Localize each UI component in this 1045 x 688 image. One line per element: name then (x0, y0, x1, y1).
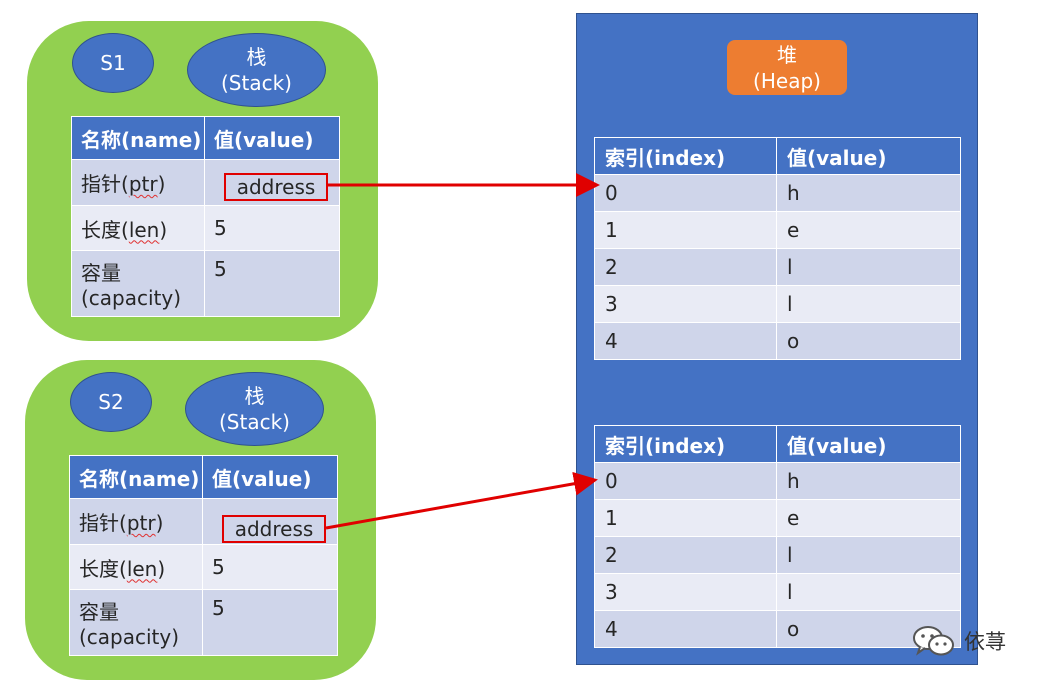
index-cell: 1 (594, 211, 777, 249)
value-cell: h (776, 174, 961, 212)
table-header-row: 名称(name) 值(value) (71, 116, 340, 160)
address-box-s1: address (224, 173, 328, 201)
address-value: address (236, 175, 316, 199)
header-value: 值(value) (202, 455, 338, 499)
table-row-capacity: 容量(capacity) 5 (71, 250, 340, 317)
stack-label-ellipse: 栈 (Stack) (187, 33, 326, 107)
value-cell: l (776, 536, 961, 574)
heap-label: 堆 (Heap) (727, 40, 847, 95)
stack-title: 栈 (244, 384, 265, 408)
heap-title: 堆 (777, 42, 797, 67)
row-value-cell (202, 498, 338, 545)
table-row-len: 长度(len) 5 (69, 544, 338, 590)
table-row-ptr: 指针(ptr) (71, 159, 340, 206)
table-row-len: 长度(len) 5 (71, 205, 340, 251)
stack-table: 名称(name) 值(value) 指针(ptr) 长度(len) 5 容量(c… (71, 116, 340, 317)
heap-subtitle: (Heap) (753, 68, 821, 93)
variable-name: S1 (100, 51, 126, 75)
index-cell: 4 (594, 610, 777, 648)
address-value: address (234, 517, 314, 541)
variable-name-ellipse: S2 (70, 372, 152, 432)
watermark: 依荨 (912, 625, 1006, 657)
table-row-ptr: 指针(ptr) (69, 498, 338, 545)
table-row-capacity: 容量(capacity) 5 (69, 589, 338, 656)
variable-name: S2 (98, 390, 124, 414)
table-header-row: 索引(index) 值(value) (594, 425, 961, 463)
header-name: 名称(name) (69, 455, 203, 499)
value-cell: l (776, 248, 961, 286)
header-index: 索引(index) (594, 425, 777, 463)
row-value: 5 (204, 250, 340, 317)
row-value: 5 (204, 205, 340, 251)
row-value: 5 (202, 544, 338, 590)
index-cell: 1 (594, 499, 777, 537)
stack-panel-s2: S2 栈 (Stack) 名称(name) 值(value) 指针(ptr) 长… (25, 360, 376, 680)
stack-subtitle: (Stack) (219, 410, 290, 434)
table-header-row: 名称(name) 值(value) (69, 455, 338, 499)
address-box-s2: address (222, 515, 326, 543)
index-cell: 0 (594, 174, 777, 212)
header-value: 值(value) (204, 116, 340, 160)
row-label: 长度(len) (71, 205, 205, 251)
pointer-arrow-s2 (325, 471, 598, 530)
row-label: 指针(ptr) (69, 498, 203, 545)
row-value: 5 (202, 589, 338, 656)
value-cell: l (776, 573, 961, 611)
stack-panel-s1: S1 栈 (Stack) 名称(name) 值(value) 指针(ptr) 长… (27, 21, 378, 341)
index-cell: 3 (594, 573, 777, 611)
index-cell: 2 (594, 248, 777, 286)
row-label: 长度(len) (69, 544, 203, 590)
value-cell: e (776, 211, 961, 249)
stack-title: 栈 (246, 45, 267, 69)
row-label: 指针(ptr) (71, 159, 205, 206)
value-cell: o (776, 322, 961, 360)
index-cell: 2 (594, 536, 777, 574)
row-value-cell (204, 159, 340, 206)
row-label: 容量(capacity) (71, 250, 205, 317)
value-cell: h (776, 462, 961, 500)
stack-label-ellipse: 栈 (Stack) (185, 372, 324, 446)
variable-name-ellipse: S1 (72, 33, 154, 93)
value-cell: e (776, 499, 961, 537)
stack-subtitle: (Stack) (221, 71, 292, 95)
stack-table: 名称(name) 值(value) 指针(ptr) 长度(len) 5 容量(c… (69, 455, 338, 656)
index-cell: 3 (594, 285, 777, 323)
header-index: 索引(index) (594, 137, 777, 175)
watermark-text: 依荨 (964, 630, 1006, 654)
index-cell: 4 (594, 322, 777, 360)
wechat-icon (913, 626, 954, 656)
